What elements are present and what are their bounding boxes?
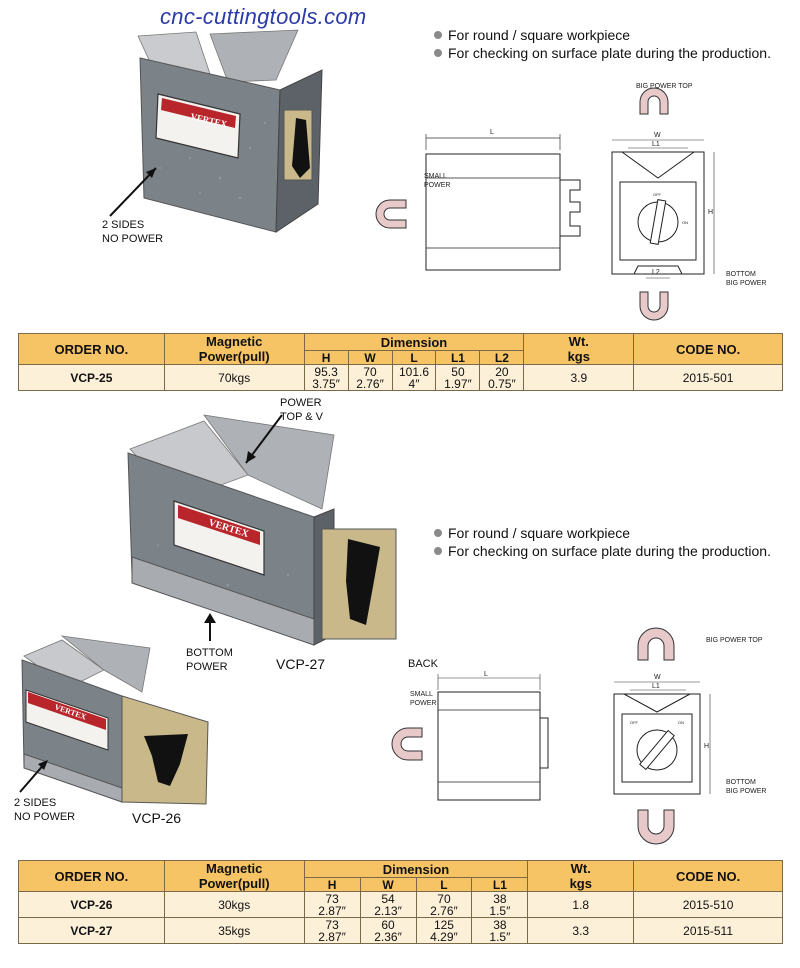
top-feature-item: For round / square workpiece bbox=[434, 26, 771, 44]
weight-cell: 3.9 bbox=[523, 364, 635, 391]
col-weight: Wt. kgs bbox=[523, 333, 635, 365]
vcp25-spec-table: ORDER NO. Magnetic Power(pull) Dimension… bbox=[18, 332, 783, 391]
dim-label-W-bottom: W bbox=[654, 674, 661, 681]
power-cell: 35kgs bbox=[163, 917, 305, 944]
vcp26-photo: VERTEX bbox=[19, 635, 209, 805]
bottom-feature-item: For checking on surface plate during the… bbox=[434, 542, 771, 560]
bottom-feature-item: For round / square workpiece bbox=[434, 524, 771, 542]
dim-label-H-bottom: H bbox=[704, 743, 709, 750]
col-dim-l1: L1 bbox=[471, 877, 529, 892]
knob-on-label-bottom: ON bbox=[678, 720, 684, 725]
col-dim-l: L bbox=[415, 877, 473, 892]
col-weight: Wt. kgs bbox=[527, 860, 635, 892]
col-code-no: CODE NO. bbox=[633, 860, 783, 892]
dim-label-L-bottom: L bbox=[484, 671, 488, 678]
dim-label-L2: L2 bbox=[652, 269, 660, 276]
dim-label-L1-bottom: L1 bbox=[652, 683, 660, 690]
bullet-dot-icon bbox=[434, 49, 442, 57]
vcp25-photo: VERTEX bbox=[109, 29, 323, 233]
col-dim-l1: L1 bbox=[435, 350, 481, 365]
weight-cell: 3.3 bbox=[527, 917, 635, 944]
col-dim-l: L bbox=[391, 350, 437, 365]
top-feature-item: For checking on surface plate during the… bbox=[434, 44, 771, 62]
vcp2627-front-drawing: W L1 H OFF ON bbox=[613, 627, 711, 845]
order-no-cell: VCP-27 bbox=[18, 917, 165, 944]
code-cell: 2015-501 bbox=[633, 364, 783, 391]
col-dimension: Dimension bbox=[303, 332, 525, 352]
col-dim-h: H bbox=[303, 877, 361, 892]
col-dim-w: W bbox=[347, 350, 393, 365]
bottom-bottom-big-power-label: BOTTOM BIG POWER bbox=[726, 779, 767, 795]
knob-off-label: OFF bbox=[653, 192, 662, 197]
bullet-dot-icon bbox=[434, 31, 442, 39]
power-cell: 70kgs bbox=[163, 364, 305, 391]
vcp2627-spec-table: ORDER NO. Magnetic Power(pull) Dimension… bbox=[18, 859, 783, 944]
col-magnetic-power: Magnetic Power(pull) bbox=[163, 333, 305, 365]
col-order-no: ORDER NO. bbox=[18, 860, 165, 892]
back-label: BACK bbox=[408, 658, 438, 670]
bottom-small-power-label: SMALL POWER bbox=[410, 691, 437, 707]
dim-label-L: L bbox=[490, 129, 494, 136]
top-big-power-top-label: BIG POWER TOP bbox=[636, 83, 693, 90]
bottom-big-power-top-label: BIG POWER TOP bbox=[706, 637, 763, 644]
bullet-dot-icon bbox=[434, 529, 442, 537]
order-no-cell: VCP-26 bbox=[18, 891, 165, 918]
vcp27-photo: VERTEX bbox=[127, 414, 397, 646]
top-small-power-label: SMALL POWER bbox=[424, 173, 451, 189]
knob-off-label-bottom: OFF bbox=[630, 720, 639, 725]
top-feature-list: For round / square workpiece For checkin… bbox=[434, 26, 771, 62]
col-dim-w: W bbox=[359, 877, 417, 892]
vcp26-two-sides-label: 2 SIDES NO POWER bbox=[14, 797, 76, 823]
col-code-no: CODE NO. bbox=[633, 333, 783, 365]
vcp25-two-sides-label: 2 SIDES NO POWER bbox=[102, 219, 164, 245]
code-cell: 2015-510 bbox=[633, 891, 783, 918]
code-cell: 2015-511 bbox=[633, 917, 783, 944]
order-no-cell: VCP-25 bbox=[18, 364, 165, 391]
weight-cell: 1.8 bbox=[527, 891, 635, 918]
top-bottom-big-power-label: BOTTOM BIG POWER bbox=[726, 271, 767, 287]
vcp2627-side-drawing: L bbox=[391, 671, 549, 801]
vcp27-model-label: VCP-27 bbox=[276, 656, 326, 672]
site-watermark: cnc-cuttingtools.com bbox=[160, 4, 367, 29]
col-dimension: Dimension bbox=[303, 859, 529, 879]
bottom-power-label: BOTTOM POWER bbox=[186, 647, 233, 673]
dim-label-L1: L1 bbox=[652, 141, 660, 148]
vcp26-model-label: VCP-26 bbox=[132, 810, 182, 826]
power-cell: 30kgs bbox=[163, 891, 305, 918]
dim-label-W: W bbox=[654, 132, 661, 139]
vcp25-side-drawing: L bbox=[375, 129, 581, 271]
bullet-dot-icon bbox=[434, 547, 442, 555]
col-magnetic-power: Magnetic Power(pull) bbox=[163, 860, 305, 892]
bottom-feature-list: For round / square workpiece For checkin… bbox=[434, 524, 771, 560]
vcp25-front-drawing: W L1 L2 H OFF ON bbox=[611, 87, 715, 321]
col-dim-l2: L2 bbox=[479, 350, 525, 365]
power-top-v-label: POWER TOP & V bbox=[280, 397, 324, 423]
col-order-no: ORDER NO. bbox=[18, 333, 165, 365]
knob-on-label: ON bbox=[682, 220, 688, 225]
col-dim-h: H bbox=[303, 350, 349, 365]
dim-label-H: H bbox=[708, 209, 713, 216]
